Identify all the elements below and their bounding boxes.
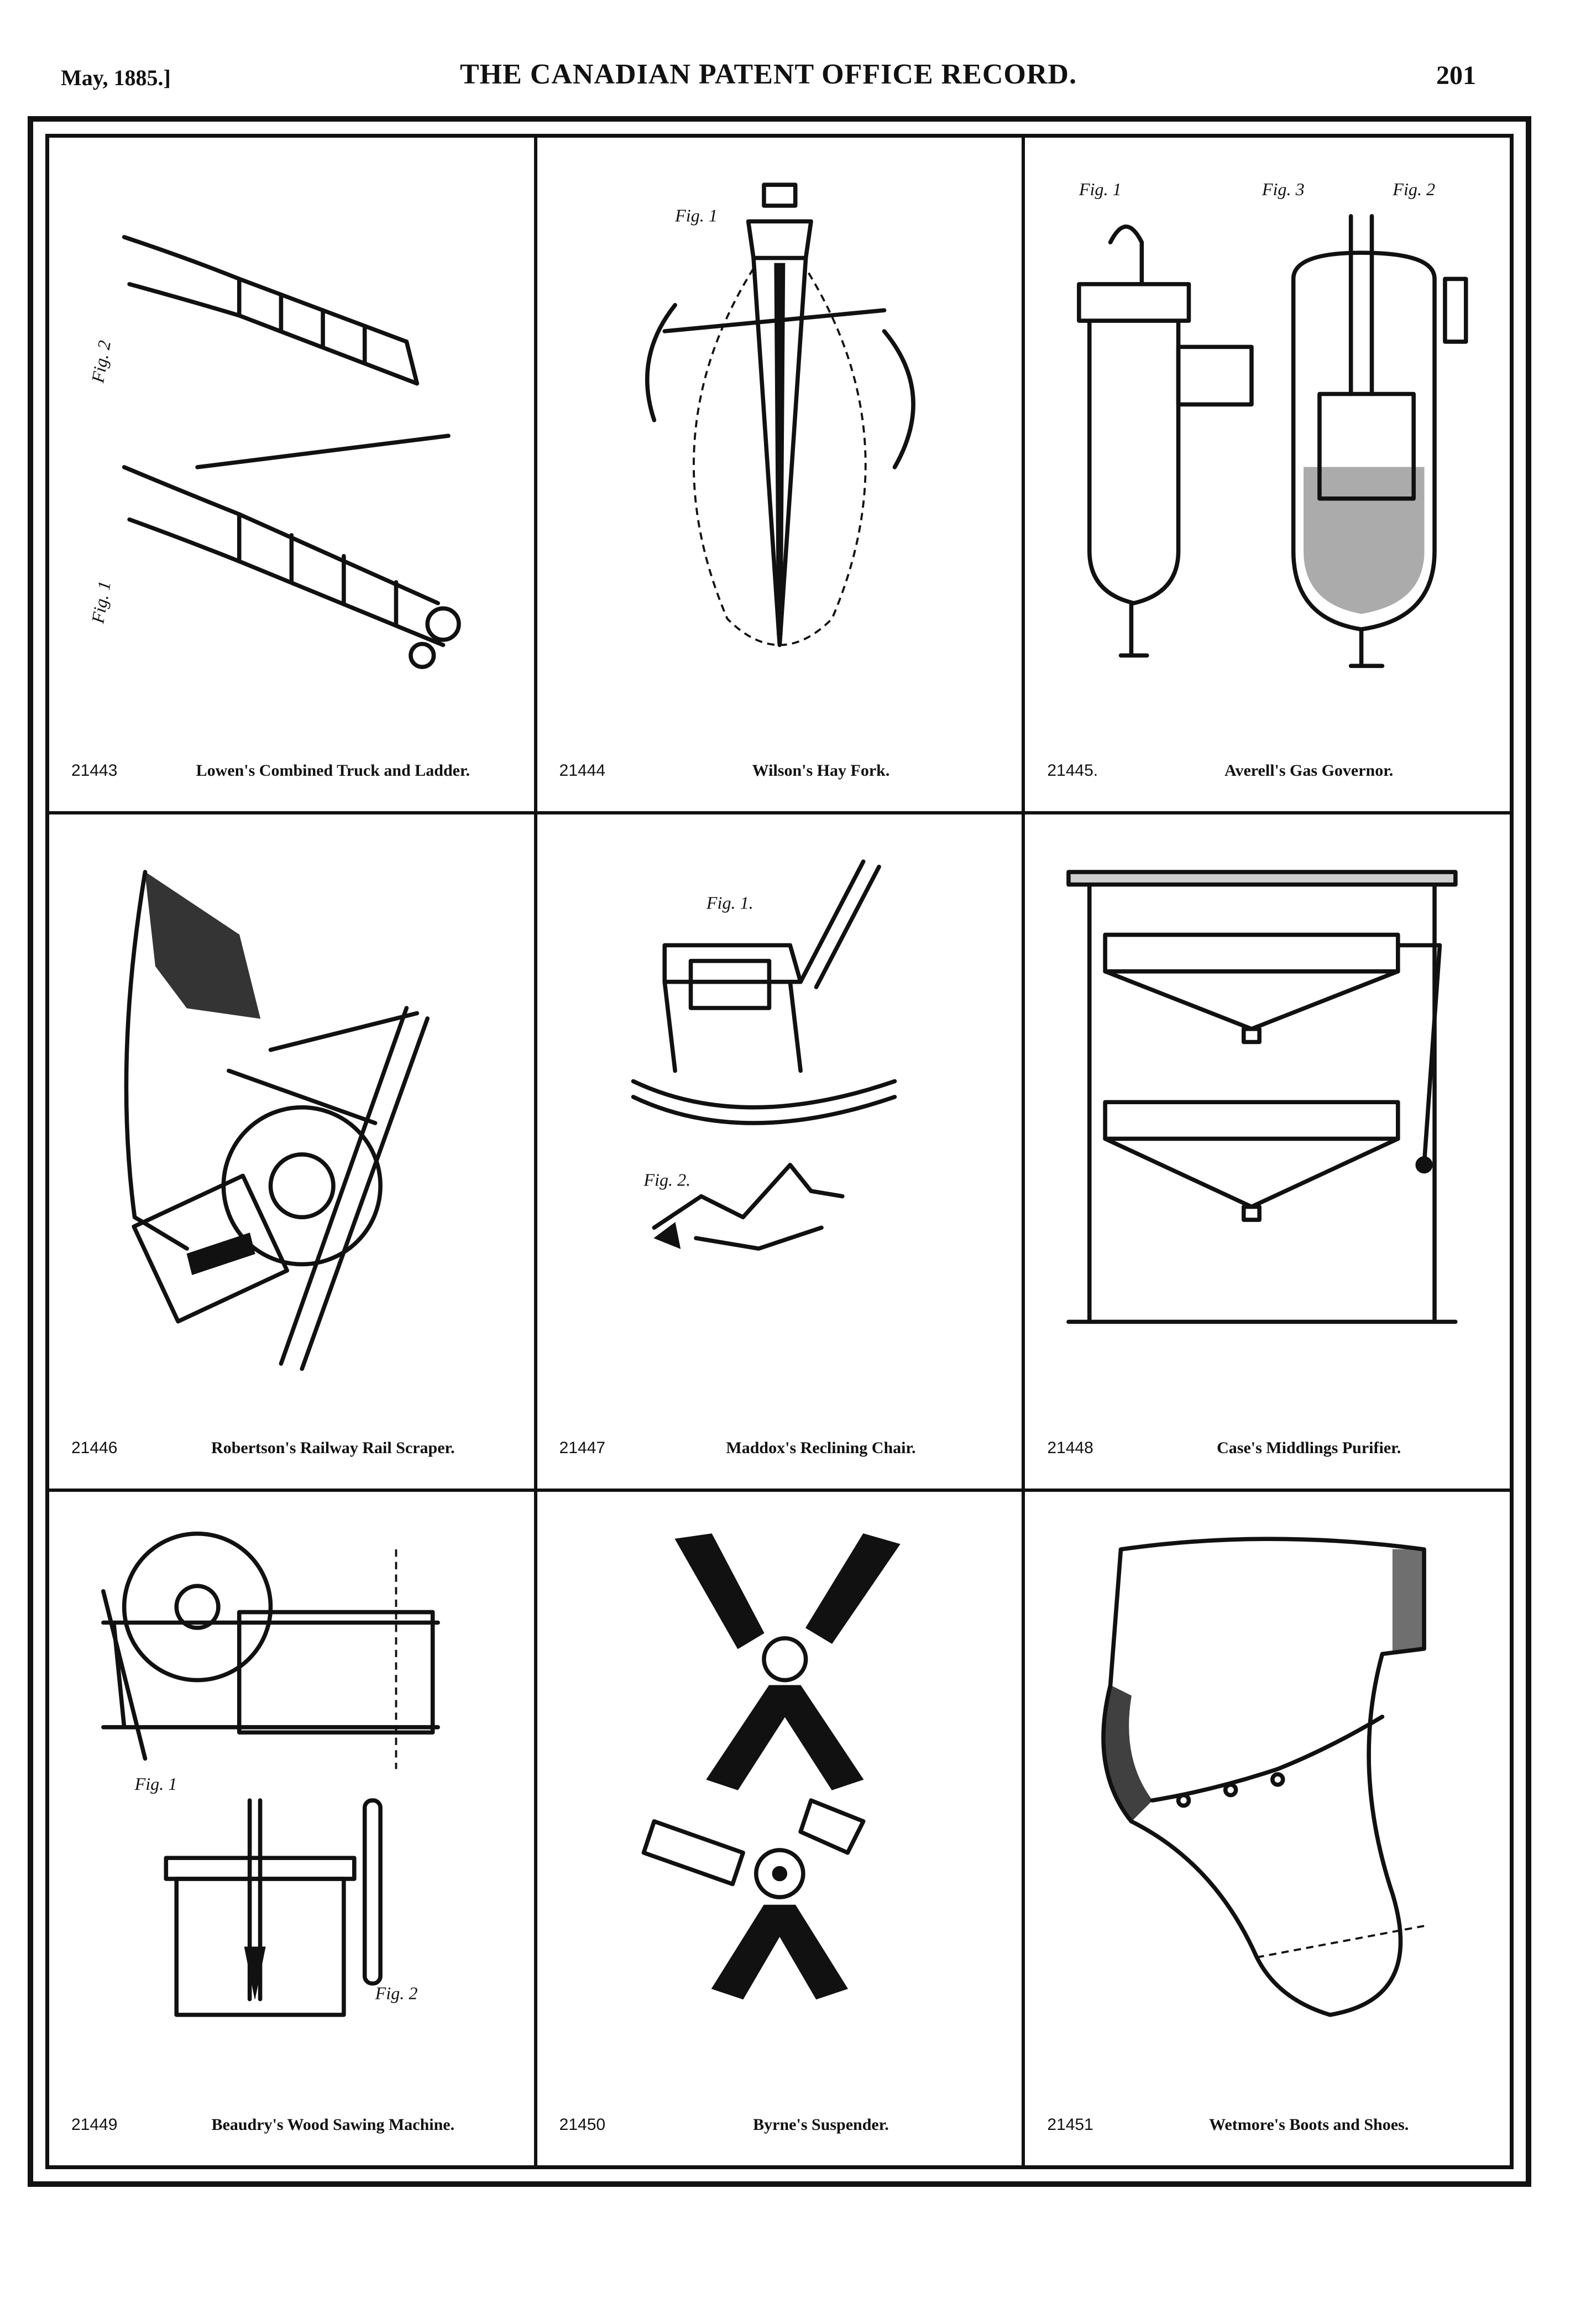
reclining-chair-illustration: Fig. 1. Fig. 2. [631,859,897,1251]
boot-illustration [1101,1537,1427,2017]
patent-cell-wood-sawing-machine: Fig. 1 Fig. 2 21449 Beaudry's Wood Sawin… [48,1490,536,2167]
truck-ladder-illustration: Fig. 2 Fig. 1 [87,234,461,669]
page-header: May, 1885.] THE CANADIAN PATENT OFFICE R… [61,53,1476,102]
patent-number: 21445. [1047,761,1098,780]
patent-title: Byrne's Suspender. [753,2116,889,2134]
patent-caption: 21450 Byrne's Suspender. [559,2110,1000,2143]
patent-title: Averell's Gas Governor. [1224,761,1394,780]
patent-caption: 21444 Wilson's Hay Fork. [559,756,1000,789]
publication-title: THE CANADIAN PATENT OFFICE RECORD. [460,59,1077,90]
patent-cell-reclining-chair: Fig. 1. Fig. 2. 21447 Maddox's Reclining… [535,813,1024,1490]
fig-3-label: Fig. 3 [1262,179,1305,199]
patent-cell-hay-fork: Fig. 1 21444 Wilson's Hay Fork. [535,136,1024,813]
rail-scraper-illustration [124,870,430,1371]
patent-cell-middlings-purifier: 21448 Case's Middlings Purifier. [1023,813,1511,1490]
patent-number: 21449 [71,2116,118,2134]
issue-date: May, 1885.] [61,65,171,90]
fig-2-label: Fig. 2 [1393,179,1436,199]
fig-2-label: Fig. 2 [87,339,114,385]
patent-caption: 21448 Case's Middlings Purifier. [1047,1433,1488,1466]
patent-caption: 21451 Wetmore's Boots and Shoes. [1047,2110,1488,2143]
fig-1-label: Fig. 1 [674,205,718,225]
patent-title: Wetmore's Boots and Shoes. [1209,2116,1409,2134]
patent-number: 21450 [559,2116,606,2134]
patent-number: 21446 [71,1438,118,1457]
patent-number: 21451 [1047,2116,1093,2134]
patent-plate-frame: Fig. 2 Fig. 1 21443 Lowen's Combined Tru… [28,116,1531,2187]
hay-fork-illustration: Fig. 1 [645,182,915,647]
patent-cell-gas-governor: Fig. 1 Fig. 3 Fig. 2 21445. Averell's Ga… [1023,136,1511,813]
patent-title: Beaudry's Wood Sawing Machine. [211,2116,455,2134]
patent-number: 21443 [71,761,118,780]
patent-title: Case's Middlings Purifier. [1217,1438,1401,1457]
wood-sawing-machine-illustration: Fig. 1 Fig. 2 [101,1531,440,2017]
fig-2-label: Fig. 2. [643,1170,690,1190]
patent-caption: 21449 Beaudry's Wood Sawing Machine. [71,2110,512,2143]
page-number: 201 [1436,61,1476,90]
patent-number: 21444 [559,761,606,780]
fig-1-label: Fig. 1 [1079,179,1122,199]
patent-cell-rail-scraper: 21446 Robertson's Railway Rail Scraper. [48,813,536,1490]
patent-caption: 21446 Robertson's Railway Rail Scraper. [71,1433,512,1466]
patent-title: Wilson's Hay Fork. [752,761,890,780]
patent-title: Lowen's Combined Truck and Ladder. [196,761,470,780]
middlings-purifier-illustration [1066,870,1458,1324]
fig-1-label: Fig. 1 [134,1774,177,1794]
patent-caption: 21443 Lowen's Combined Truck and Ladder. [71,756,512,789]
patent-cell-boots-shoes: 21451 Wetmore's Boots and Shoes. [1023,1490,1511,2167]
patent-title: Maddox's Reclining Chair. [726,1438,916,1457]
patent-caption: 21447 Maddox's Reclining Chair. [559,1433,1000,1466]
patent-title: Robertson's Railway Rail Scraper. [211,1438,455,1457]
patent-grid: Fig. 2 Fig. 1 21443 Lowen's Combined Tru… [45,134,1514,2169]
patent-number: 21447 [559,1438,606,1457]
patent-cell-suspender: 21450 Byrne's Suspender. [535,1490,1024,2167]
fig-2-label: Fig. 2 [375,1983,418,2003]
patent-cell-truck-ladder: Fig. 2 Fig. 1 21443 Lowen's Combined Tru… [48,136,536,813]
gas-governor-illustration: Fig. 1 Fig. 3 Fig. 2 [1077,179,1468,669]
patent-caption: 21445. Averell's Gas Governor. [1047,756,1488,789]
fig-1-label: Fig. 1. [706,893,753,913]
patent-number: 21448 [1047,1438,1093,1457]
fig-1-label: Fig. 1 [87,579,114,625]
suspender-illustration [641,1533,901,1999]
